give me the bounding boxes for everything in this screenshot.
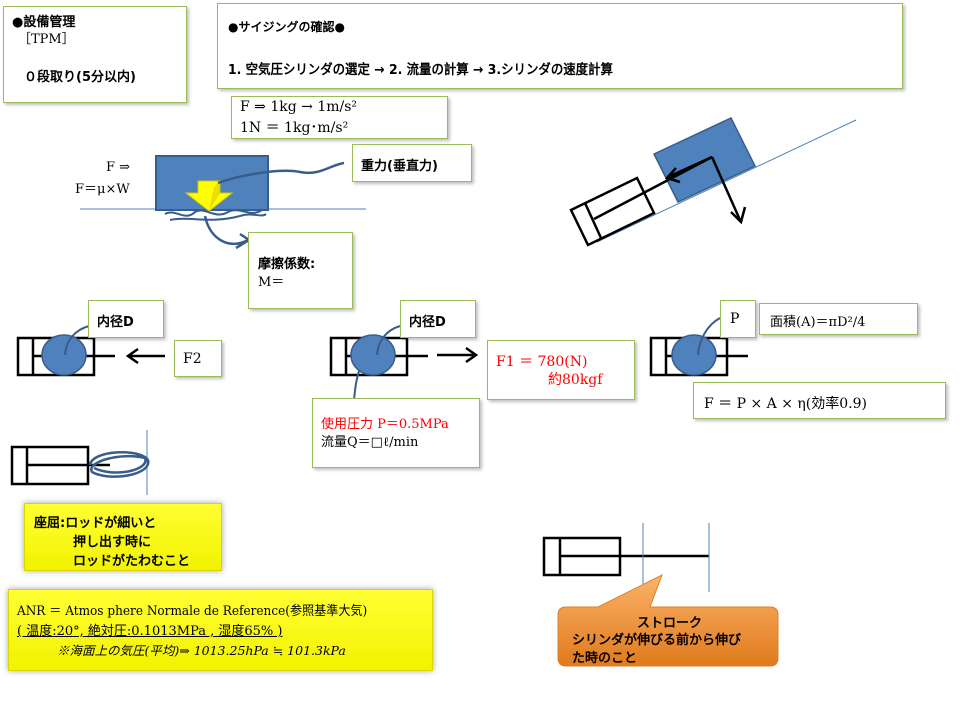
- stroke-body-1: シリンダが伸びる前から伸び: [572, 633, 742, 648]
- friction-formula: F＝μ×W: [75, 182, 130, 197]
- tpm-subtitle: ［TPM］: [18, 32, 75, 47]
- cylinder-right: [649, 317, 748, 377]
- flow-label: 流量Q＝□ℓ/min: [321, 435, 419, 450]
- anr-line-2: ( 温度:20°, 絶対圧:0.1013MPa , 湿度65% ): [17, 624, 283, 639]
- rod-deflection-scribble: [88, 450, 150, 478]
- force-formula-box: F ＝ P × A × η(効率0.9): [693, 382, 946, 419]
- area-box: 面積(A)＝πD²/4: [759, 303, 918, 335]
- force-label: F ⇒: [106, 160, 131, 175]
- bore-box-left: 内径D: [88, 300, 164, 338]
- stroke-callout-shape: [557, 573, 779, 667]
- stroke-body-2: た時のこと: [572, 651, 638, 666]
- anr-line-3: ※海面上の気圧(平均)⇒ 1013.25hPa ≒ 101.3kPa: [57, 643, 346, 658]
- gravity-leader-line: [217, 161, 345, 185]
- buckling-line-2: 押し出す時に: [73, 535, 152, 550]
- force-label-f2: F2: [183, 351, 202, 367]
- cylinder-stroke: [542, 523, 710, 592]
- anr-line-1: ANR ＝ Atmos phere Normale de Reference(参…: [17, 604, 368, 619]
- sizing-title: ●サイジングの確認●: [228, 20, 345, 34]
- bore-box-center: 内径D: [400, 300, 476, 338]
- unit-line-2: 1N ＝ 1kg･m/s²: [240, 120, 349, 136]
- pressure-label: 使用圧力 P＝0.5MPa: [321, 417, 449, 432]
- pressure-p-box: P: [720, 300, 756, 338]
- force-box-f2: F2: [174, 340, 222, 377]
- tpm-title: ●設備管理: [12, 15, 76, 30]
- unit-line-1: F ⇒ 1kg → 1m/s²: [240, 99, 358, 115]
- sizing-box: ●サイジングの確認● 1. 空気圧シリンダの選定 → 2. 流量の計算 → 3.…: [217, 3, 903, 89]
- arrow-right-icon: [437, 346, 479, 364]
- friction-box: 摩擦係数: M＝: [248, 232, 353, 309]
- friction-leader-arrow: [203, 215, 252, 250]
- anr-note: ANR ＝ Atmos phere Normale de Reference(参…: [8, 589, 433, 671]
- buckling-line-1: 座屈:ロッドが細いと: [34, 516, 157, 531]
- sizing-steps: 1. 空気圧シリンダの選定 → 2. 流量の計算 → 3.シリンダの速度計算: [228, 62, 613, 78]
- bore-label-left: 内径D: [97, 315, 134, 330]
- cylinder-buckling: [10, 430, 150, 495]
- incline-line: [596, 119, 857, 243]
- arrow-left-icon: [125, 347, 165, 365]
- buckling-line-3: ロッドがたわむこと: [73, 554, 191, 569]
- gravity-box: 重力(垂直力): [352, 144, 472, 182]
- friction-scribble: [164, 209, 267, 221]
- force-f1-value: F1 ＝ 780(N): [496, 354, 588, 370]
- force-box-f1: F1 ＝ 780(N) 約80kgf: [487, 340, 635, 400]
- pressure-box: 使用圧力 P＝0.5MPa 流量Q＝□ℓ/min: [312, 398, 480, 468]
- buckling-note: 座屈:ロッドが細いと 押し出す時に ロッドがたわむこと: [24, 503, 222, 571]
- bore-label-center: 内径D: [409, 315, 446, 330]
- tpm-item: ０段取り(5分以内): [24, 70, 136, 85]
- incline-arrow-icon: [664, 155, 747, 225]
- cylinder-center: [329, 325, 428, 401]
- tpm-box: ●設備管理 ［TPM］ ０段取り(5分以内): [3, 6, 187, 103]
- friction-value: M＝: [258, 275, 285, 290]
- force-formula: F ＝ P × A × η(効率0.9): [704, 396, 867, 412]
- incline-cylinder: [569, 155, 713, 247]
- pressure-p-label: P: [730, 311, 740, 327]
- stroke-title: ストローク: [637, 616, 703, 631]
- gravity-label: 重力(垂直力): [361, 159, 438, 174]
- cylinder-left: [16, 325, 115, 377]
- force-f1-kgf: 約80kgf: [548, 372, 603, 388]
- friction-label: 摩擦係数:: [258, 257, 316, 272]
- area-formula: 面積(A)＝πD²/4: [770, 315, 866, 330]
- unit-box: F ⇒ 1kg → 1m/s² 1N ＝ 1kg･m/s²: [231, 96, 448, 139]
